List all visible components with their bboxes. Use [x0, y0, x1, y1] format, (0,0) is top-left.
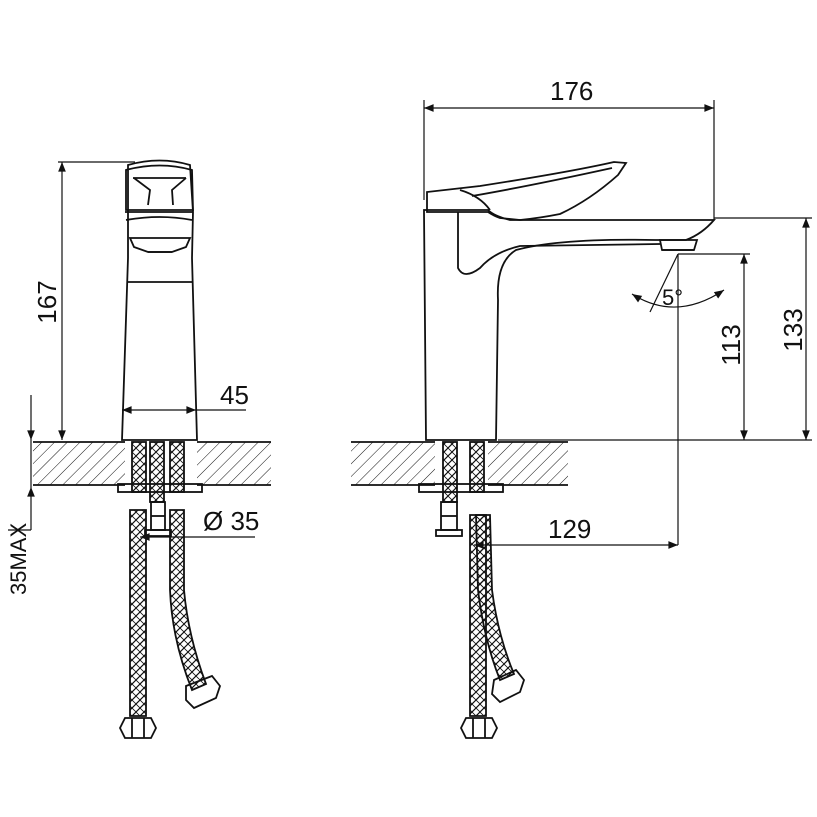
side-countertop-right	[488, 442, 568, 485]
front-dimensions	[8, 161, 255, 541]
front-fitting-left	[118, 717, 158, 739]
label-113: 113	[716, 324, 746, 365]
front-countertop-right	[197, 442, 271, 485]
front-countertop-left	[33, 442, 125, 485]
label-167: 167	[32, 280, 62, 323]
front-fitting-right	[185, 674, 222, 710]
front-washer	[144, 529, 172, 537]
label-35max: 35MAX	[6, 523, 31, 595]
side-fitting-left	[459, 717, 499, 739]
front-tap-body	[121, 159, 198, 441]
side-washer	[435, 529, 463, 537]
label-129: 129	[548, 514, 591, 544]
label-133: 133	[778, 308, 808, 351]
side-aerator	[658, 239, 699, 251]
side-dimensions	[423, 100, 812, 549]
front-hose-right	[169, 509, 208, 692]
side-countertop-left	[351, 442, 435, 485]
side-view	[351, 161, 716, 739]
side-fitting-right	[491, 668, 526, 704]
label-176: 176	[550, 76, 593, 106]
front-outlet	[128, 237, 192, 253]
front-hose-left	[129, 509, 147, 717]
label-5-degree: 5°	[662, 285, 683, 310]
side-mounting-plate	[418, 483, 504, 493]
label-dia-35: Ø 35	[203, 506, 259, 536]
angle-arc	[631, 289, 725, 308]
front-mounting-plate	[117, 483, 203, 493]
side-handle-lever	[426, 161, 628, 221]
side-threaded-rod	[442, 441, 458, 503]
front-handle-top	[125, 164, 194, 211]
front-threaded-rod	[149, 441, 165, 503]
side-hose-right	[475, 514, 516, 682]
label-45: 45	[220, 380, 249, 410]
front-view	[33, 159, 271, 739]
